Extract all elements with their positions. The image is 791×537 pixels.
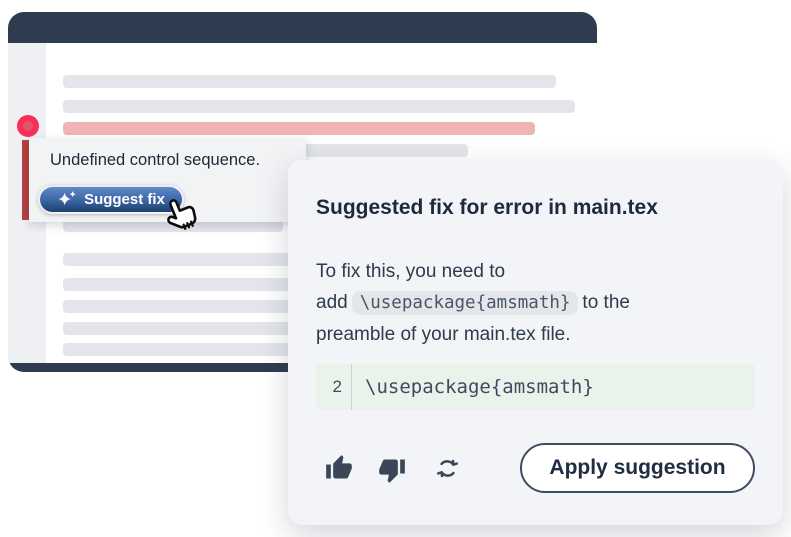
- body-line-3: preamble of your main.tex file.: [316, 324, 571, 345]
- code-block: 2 \usepackage{amsmath}: [316, 364, 755, 410]
- inline-code: \usepackage{amsmath}: [351, 291, 579, 315]
- error-marker-dot[interactable]: [17, 115, 39, 137]
- feedback-actions: [325, 443, 460, 493]
- error-message: Undefined control sequence.: [50, 151, 261, 169]
- suggest-fix-label: Suggest fix: [84, 191, 165, 208]
- code-line-number: 2: [332, 377, 342, 396]
- thumbs-up-icon: [325, 454, 353, 482]
- apply-suggestion-button[interactable]: Apply suggestion: [520, 443, 755, 493]
- code-content: \usepackage{amsmath}: [365, 376, 594, 398]
- regenerate-button[interactable]: [435, 455, 460, 482]
- sparkle-icon: [57, 190, 78, 209]
- text-placeholder-line: [63, 100, 575, 113]
- apply-suggestion-label: Apply suggestion: [549, 456, 726, 479]
- thumbs-down-button[interactable]: [378, 452, 406, 484]
- thumbs-down-icon: [378, 456, 406, 484]
- suggestion-card: Suggested fix for error in main.tex To f…: [288, 160, 783, 525]
- body-line-1: To fix this, you need to: [316, 261, 506, 282]
- thumbs-up-button[interactable]: [325, 454, 353, 482]
- suggest-fix-button[interactable]: Suggest fix: [38, 185, 184, 214]
- error-tooltip: Undefined control sequence. Suggest fix: [29, 138, 306, 222]
- text-placeholder-line: [63, 75, 556, 88]
- error-gutter-bar: [22, 140, 29, 220]
- code-gutter-divider: [351, 364, 352, 410]
- card-title: Suggested fix for error in main.tex: [316, 196, 658, 219]
- body-line-2-before: add: [316, 292, 348, 313]
- regenerate-icon: [435, 455, 460, 482]
- card-body: To fix this, you need to add\usepackage{a…: [316, 256, 630, 350]
- body-line-2-after: to the: [582, 292, 630, 313]
- error-line-highlight: [63, 122, 535, 135]
